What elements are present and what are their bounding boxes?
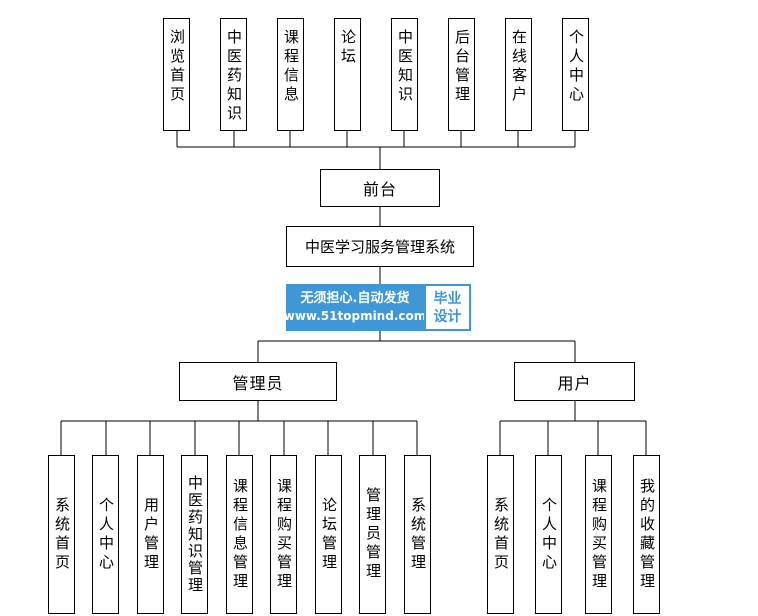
node-admin: 管理员 <box>179 362 337 401</box>
node-personal-center: 个人中心 <box>562 18 589 131</box>
node-admin-course-purchase-mgmt: 课程购买管理 <box>270 455 297 614</box>
node-label: 用户 <box>557 373 592 393</box>
node-admin-forum-mgmt: 论坛管理 <box>315 455 342 614</box>
node-label: 系统首页 <box>53 496 71 573</box>
node-label: 个人中心 <box>540 496 558 573</box>
node-user: 用户 <box>514 362 635 401</box>
node-admin-tcm-knowledge-mgmt: 中医药知识管理 <box>181 455 208 614</box>
node-label: 课程购买管理 <box>590 477 608 592</box>
node-label: 前台 <box>362 180 397 199</box>
node-label: 后台管理 <box>453 29 471 105</box>
node-label: 系统管理 <box>409 496 427 573</box>
node-admin-course-info-mgmt: 课程信息管理 <box>226 455 253 614</box>
node-course-info: 课程信息 <box>277 18 304 131</box>
watermark-badge-line1: 毕业 <box>433 290 462 307</box>
node-user-system-home: 系统首页 <box>487 455 514 614</box>
node-browse-home: 浏览首页 <box>163 18 190 131</box>
node-user-favorites-mgmt: 我的收藏管理 <box>633 455 660 614</box>
node-label: 课程购买管理 <box>275 477 293 592</box>
node-system: 中医学习服务管理系统 <box>286 226 474 267</box>
node-label: 我的收藏管理 <box>638 477 656 592</box>
watermark-slogan: 无须担心.自动发货 <box>300 291 410 306</box>
watermark-text-block: 无须担心.自动发货 www.51topmind.com <box>283 284 427 331</box>
node-label: 中医药知识 <box>225 29 243 124</box>
node-label: 中医药知识管理 <box>186 475 204 594</box>
node-label: 论坛管理 <box>320 496 338 573</box>
node-label: 系统首页 <box>492 496 510 573</box>
system-title: 中医学习服务管理系统 <box>304 238 455 256</box>
node-label: 课程信息 <box>282 29 300 105</box>
node-admin-admin-mgmt: 管理员管理 <box>359 455 386 614</box>
node-label: 中医知识 <box>396 29 414 105</box>
node-label: 论坛 <box>339 29 357 67</box>
watermark-banner: 无须担心.自动发货 www.51topmind.com 毕业 设计 <box>283 284 471 331</box>
node-front: 前台 <box>320 169 440 207</box>
node-user-personal-center: 个人中心 <box>535 455 562 614</box>
node-forum: 论坛 <box>334 18 361 131</box>
node-label: 管理员管理 <box>364 487 382 582</box>
node-label: 管理员 <box>232 373 284 393</box>
node-label: 个人中心 <box>97 496 115 573</box>
node-label: 个人中心 <box>567 29 585 105</box>
watermark-badge: 毕业 设计 <box>424 284 471 331</box>
node-label: 在线客户 <box>510 29 528 105</box>
node-admin-system-mgmt: 系统管理 <box>404 455 431 614</box>
watermark-badge-line2: 设计 <box>433 308 462 325</box>
node-admin-system-home: 系统首页 <box>48 455 75 614</box>
node-tcm-knowledge: 中医药知识 <box>220 18 247 131</box>
node-label: 浏览首页 <box>168 29 186 105</box>
node-label: 用户管理 <box>142 496 160 573</box>
node-online-client: 在线客户 <box>505 18 532 131</box>
node-admin-personal-center: 个人中心 <box>92 455 119 614</box>
node-user-course-purchase-mgmt: 课程购买管理 <box>585 455 612 614</box>
node-admin-user-mgmt: 用户管理 <box>137 455 164 614</box>
node-label: 课程信息管理 <box>231 477 249 592</box>
watermark-url: www.51topmind.com <box>283 309 427 323</box>
node-tcm-info: 中医知识 <box>391 18 418 131</box>
node-backend: 后台管理 <box>448 18 475 131</box>
